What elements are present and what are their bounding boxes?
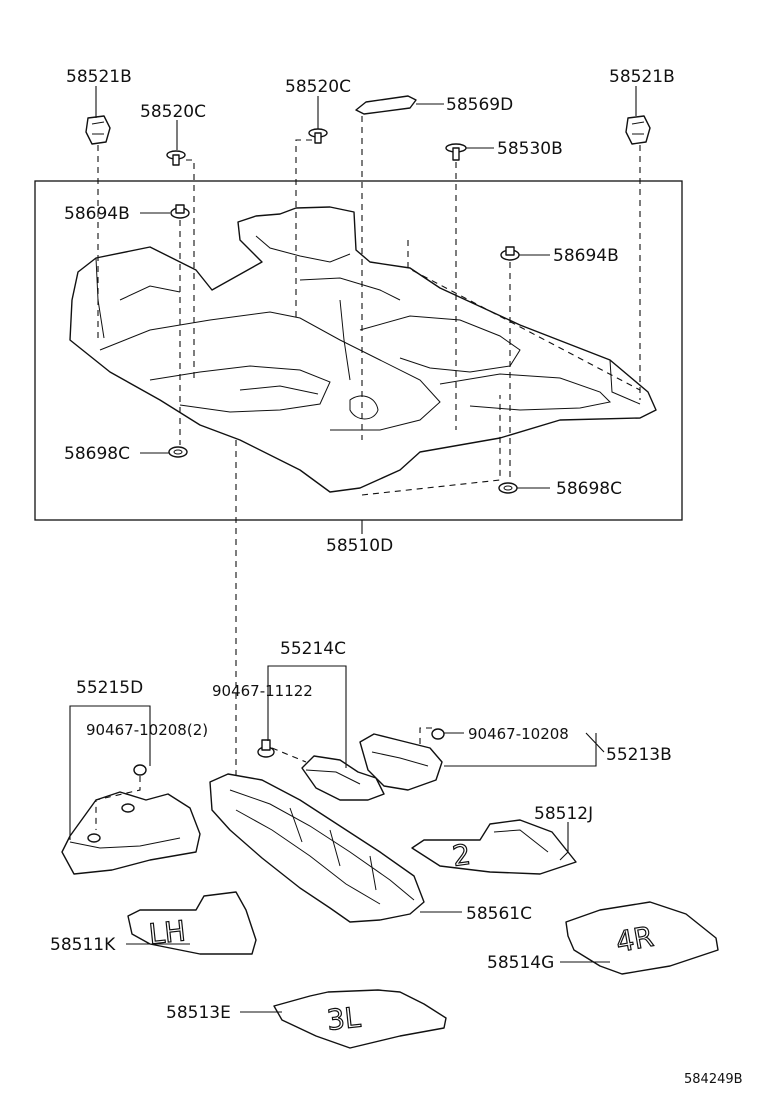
floor-mat-58512J[interactable]: 2 <box>411 819 577 875</box>
floor-mat-58514G[interactable]: 4R <box>565 901 719 975</box>
mat-marking-rear-right: 4R <box>613 920 655 959</box>
clip-58520C-mid[interactable] <box>308 128 328 144</box>
clip-58521B-left[interactable] <box>85 115 111 145</box>
label-90467-10208-2: 90467-10208(2) <box>86 721 208 739</box>
label-58520C-mid: 58520C <box>285 77 351 97</box>
clip-58520C-left[interactable] <box>166 150 186 166</box>
label-55213B: 55213B <box>606 745 672 765</box>
leader-lines <box>69 86 637 1013</box>
lower-dashed-leaders <box>95 727 432 830</box>
label-58561C: 58561C <box>466 904 532 924</box>
label-58698C-left: 58698C <box>64 444 130 464</box>
label-58513E: 58513E <box>166 1003 231 1023</box>
label-58512J: 58512J <box>534 804 593 824</box>
clip-58530B[interactable] <box>445 143 467 161</box>
bolt-90467-11122[interactable] <box>257 739 275 758</box>
clip-90467-10208[interactable] <box>431 728 445 740</box>
washer-58698C-left[interactable] <box>168 446 188 458</box>
upper-dashed-leaders <box>97 116 641 780</box>
label-58569D: 58569D <box>446 95 513 115</box>
label-58521B-left: 58521B <box>66 67 132 87</box>
label-58530B: 58530B <box>497 139 563 159</box>
washer-58698C-right[interactable] <box>498 482 518 494</box>
label-55215D: 55215D <box>76 678 143 698</box>
label-90467-11122: 90467-11122 <box>212 682 313 700</box>
label-58520C-left: 58520C <box>140 102 206 122</box>
floor-mat-58511K[interactable]: LH <box>127 891 257 955</box>
label-58698C-right: 58698C <box>556 479 622 499</box>
carpet-assembly-frame <box>34 180 683 521</box>
label-90467-10208: 90467-10208 <box>468 725 569 743</box>
label-55214C: 55214C <box>280 639 346 659</box>
mat-marking-front-left: LH <box>147 914 187 951</box>
clip-58521B-right[interactable] <box>625 115 651 145</box>
label-58511K: 58511K <box>50 935 116 955</box>
grommet-58694B-right[interactable] <box>500 246 520 261</box>
label-58510D: 58510D <box>326 536 393 556</box>
silencer-55215D[interactable] <box>61 791 201 875</box>
clip-90467-10208-2[interactable] <box>133 764 147 776</box>
silencer-55213B[interactable] <box>359 733 443 791</box>
silencer-55214C[interactable] <box>301 755 385 801</box>
tunnel-silencer-58561C[interactable] <box>209 773 425 923</box>
mat-marking-rear-left: 3L <box>325 1001 362 1037</box>
label-58694B-left: 58694B <box>64 204 130 224</box>
label-58521B-right: 58521B <box>609 67 675 87</box>
diagram-code: 584249B <box>684 1072 743 1087</box>
label-58514G: 58514G <box>487 953 554 973</box>
label-58694B-right: 58694B <box>553 246 619 266</box>
cover-58569D[interactable] <box>355 95 417 115</box>
grommet-58694B-left[interactable] <box>170 204 190 219</box>
floor-mat-58513E[interactable]: 3L <box>273 989 447 1049</box>
mat-marking-front-right: 2 <box>450 838 472 873</box>
